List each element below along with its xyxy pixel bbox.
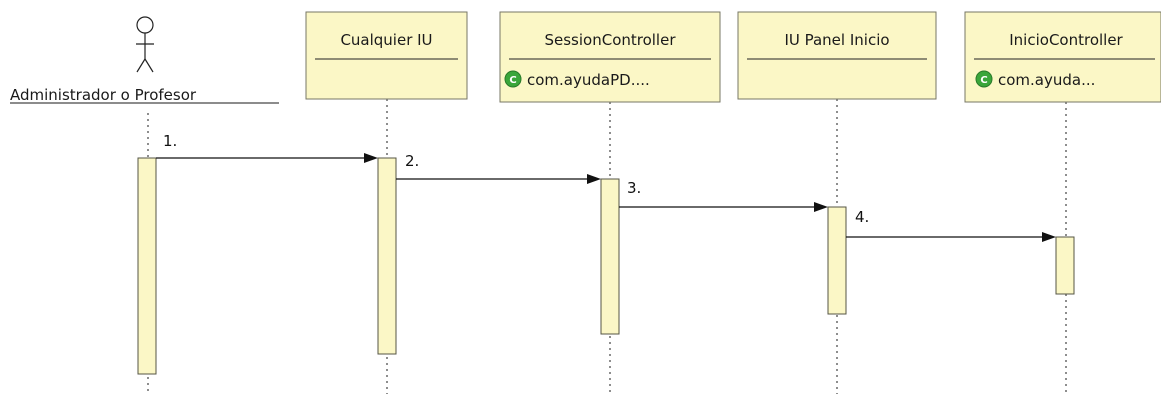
actor[interactable]: Administrador o Profesor xyxy=(10,16,279,104)
lifeline-name: SessionController xyxy=(544,31,676,49)
message-4[interactable]: 4. xyxy=(846,208,1056,242)
arrowhead-icon xyxy=(587,174,601,184)
activation-bar-inicio-controller[interactable] xyxy=(1055,236,1075,295)
message-label: 3. xyxy=(627,179,641,197)
lifeline-name: InicioController xyxy=(1009,31,1123,49)
arrowhead-icon xyxy=(364,153,378,163)
lifeline-box-inicio-controller[interactable]: InicioController C com.ayuda... xyxy=(964,11,1161,103)
arrowhead-icon xyxy=(814,202,828,212)
lifeline-box-session-controller[interactable]: SessionController C com.ayudaPD.... xyxy=(499,11,721,103)
lifeline-name: Cualquier IU xyxy=(340,31,432,49)
lifeline-package: com.ayudaPD.... xyxy=(527,71,650,89)
message-1[interactable]: 1. xyxy=(156,132,378,163)
svg-text:C: C xyxy=(980,75,987,86)
class-icon: C xyxy=(504,70,522,88)
lifeline-package: com.ayuda... xyxy=(998,71,1095,89)
lifeline-box-cualquier-iu[interactable]: Cualquier IU xyxy=(305,11,468,100)
message-label: 1. xyxy=(163,132,177,150)
stick-figure-icon xyxy=(136,16,154,73)
message-2[interactable]: 2. xyxy=(396,152,601,184)
lifeline-box-iu-panel-inicio[interactable]: IU Panel Inicio xyxy=(737,11,937,100)
message-label: 2. xyxy=(405,152,419,170)
activation-bar-session-controller[interactable] xyxy=(600,178,620,335)
activation-bar-cualquier-iu[interactable] xyxy=(377,157,397,355)
activation-bar-iu-panel-inicio[interactable] xyxy=(827,206,847,315)
arrowhead-icon xyxy=(1042,232,1056,242)
actor-label: Administrador o Profesor xyxy=(10,86,197,104)
message-3[interactable]: 3. xyxy=(619,179,828,212)
activation-bar-actor[interactable] xyxy=(137,157,157,375)
message-label: 4. xyxy=(855,208,869,226)
svg-text:C: C xyxy=(509,75,516,86)
class-icon: C xyxy=(975,70,993,88)
lifeline-name: IU Panel Inicio xyxy=(784,31,889,49)
